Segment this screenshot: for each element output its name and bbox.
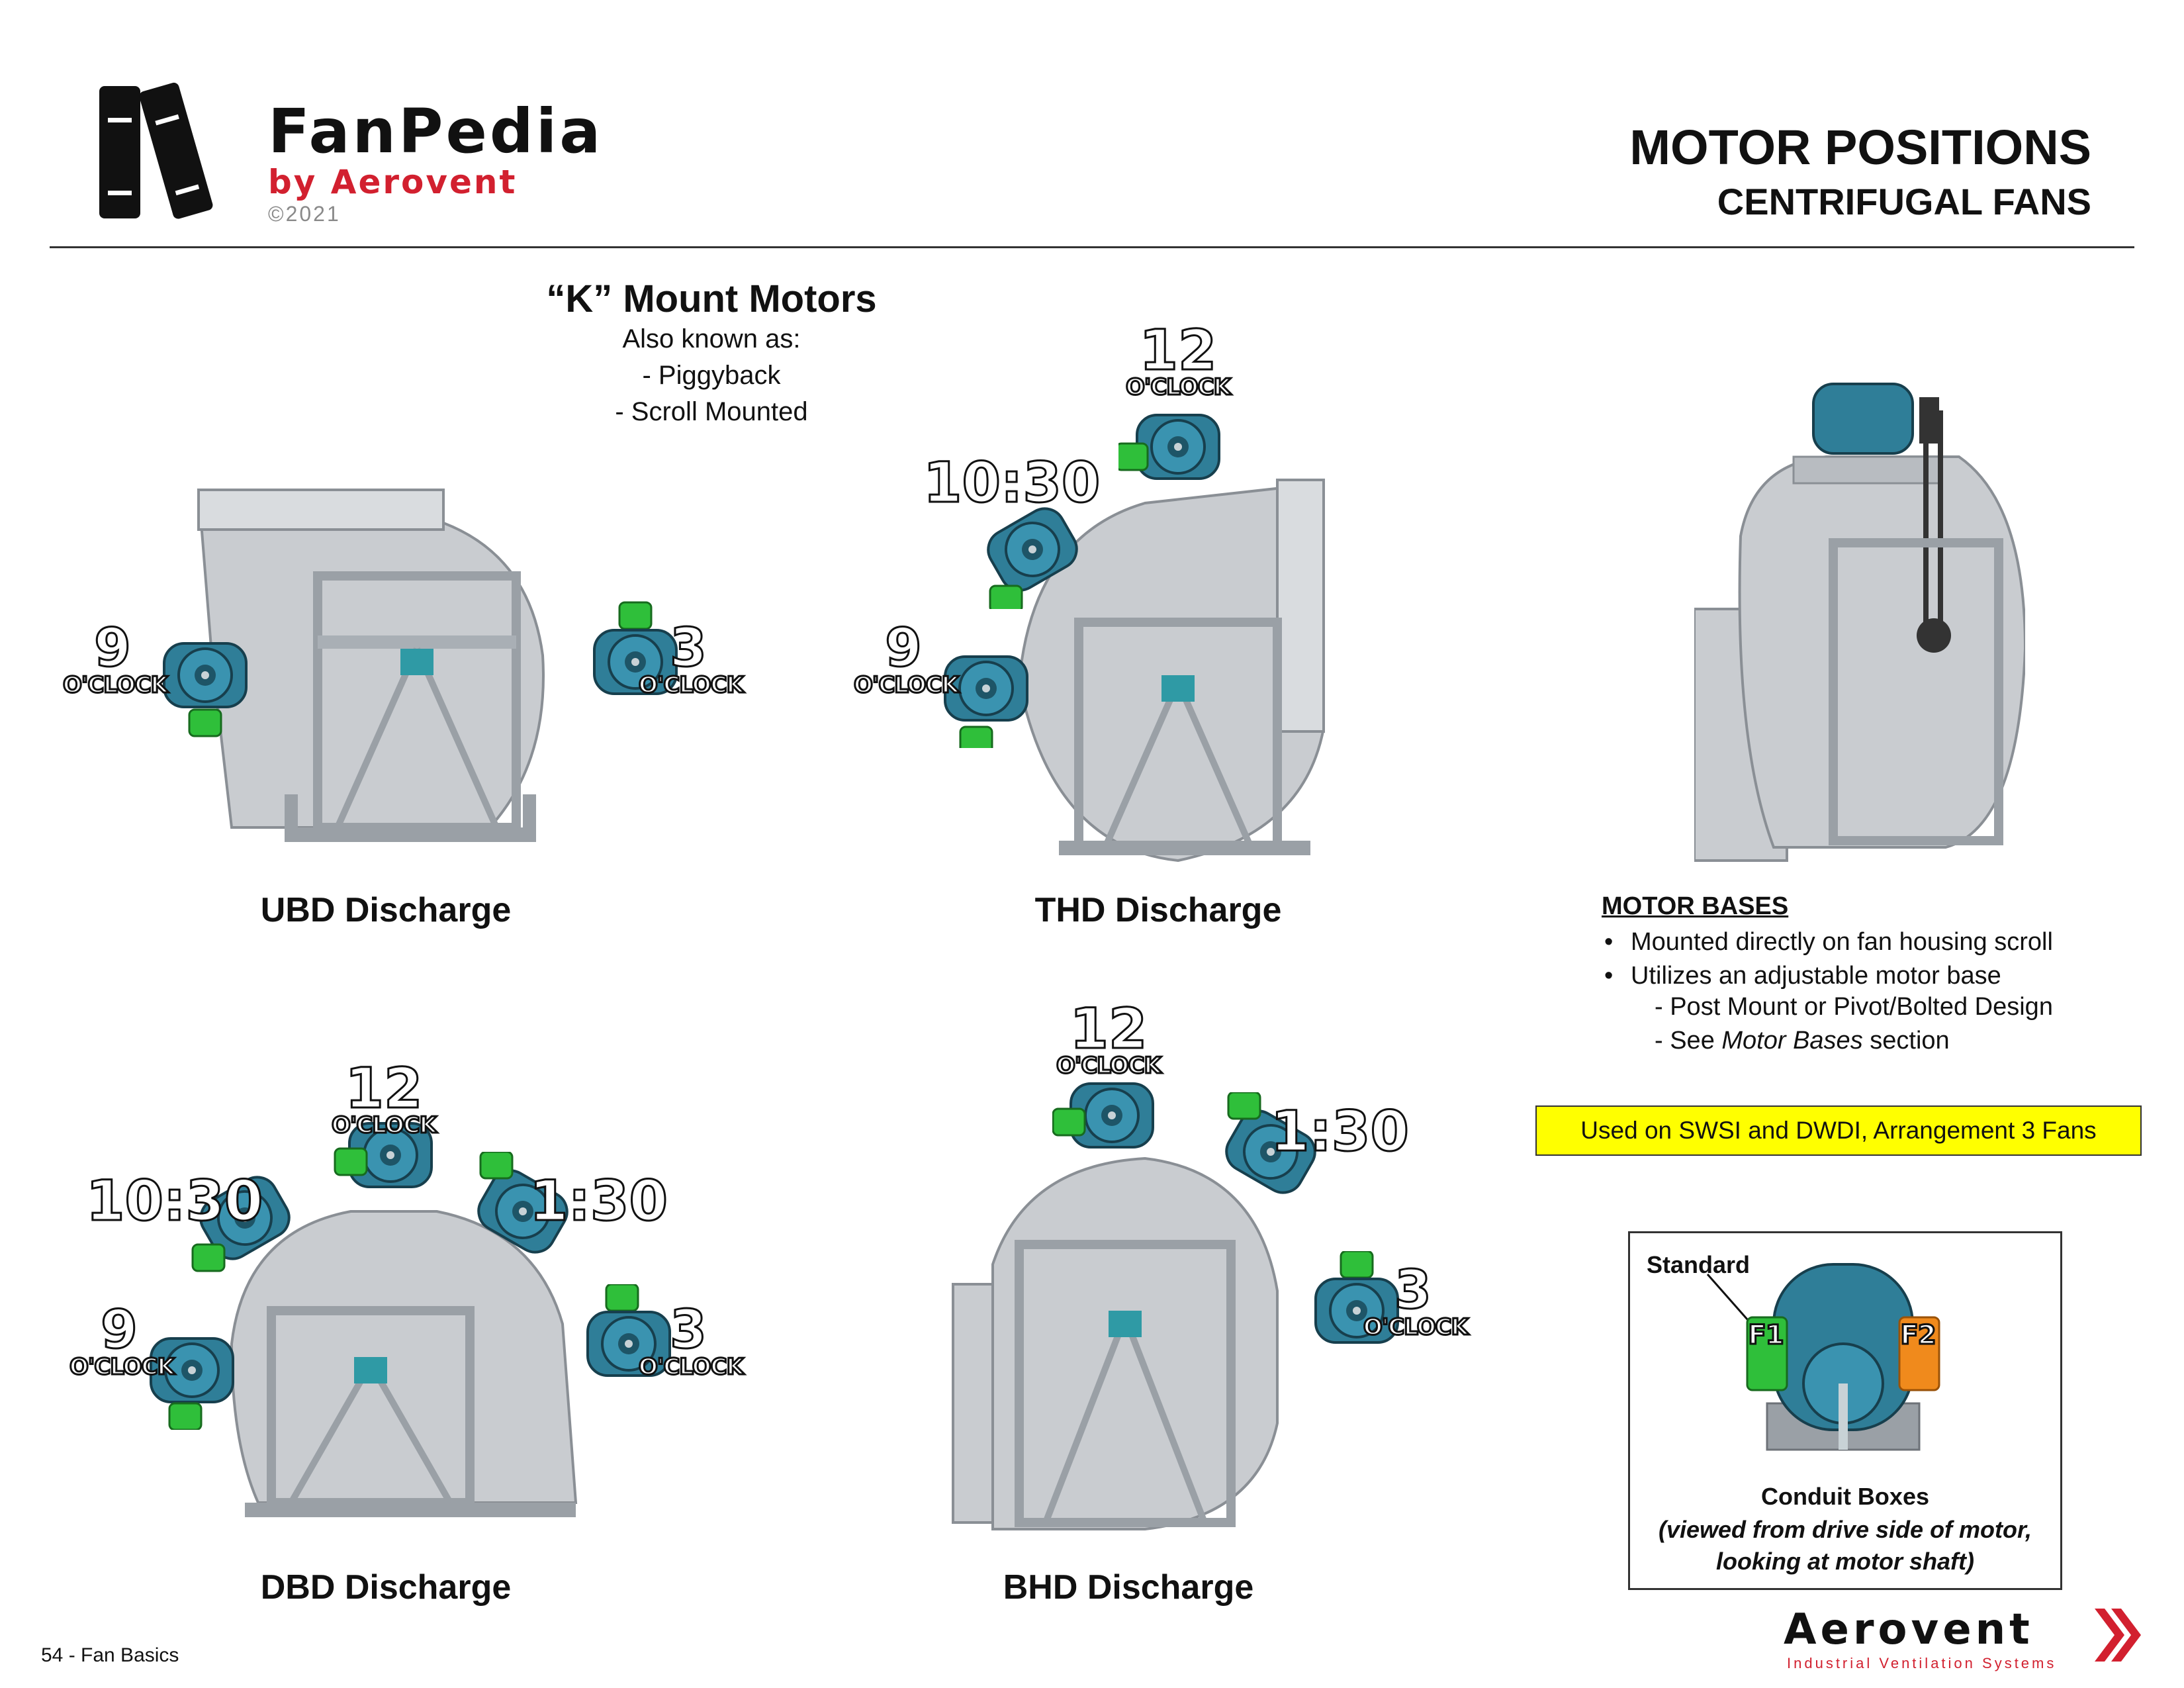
list-item: •Utilizes an adjustable motor base [1604, 962, 2001, 990]
chevron-right-icon [2095, 1609, 2141, 1662]
k-mount-title: “K” Mount Motors [546, 277, 877, 320]
arrangement-note: Used on SWSI and DWDI, Arrangement 3 Fan… [1535, 1105, 2142, 1156]
thd-motor-12 [1118, 414, 1220, 480]
dbd-label-130: 1:30 [529, 1168, 669, 1233]
thd-fan-illustration [1017, 479, 1325, 863]
brand-name: FanPedia [268, 96, 604, 167]
motor-base-fan-illustration [1694, 383, 2025, 862]
ubd-fan-illustration [197, 489, 545, 842]
ubd-motor-9 [163, 642, 248, 737]
brand-copyright: ©2021 [268, 202, 341, 226]
dbd-label-1030: 10:30 [85, 1168, 264, 1233]
conduit-motor-illustration [1706, 1263, 1940, 1451]
motor-bases-sub-see-section: - See Motor Bases section [1655, 1027, 1950, 1055]
aerovent-tagline: Industrial Ventilation Systems [1787, 1655, 2057, 1671]
page-title: MOTOR POSITIONS [1629, 120, 2091, 175]
aerovent-logo-text: Aerovent [1784, 1605, 2034, 1654]
fanpedia-books-logo [99, 82, 213, 219]
f1-label: F1 [1747, 1320, 1785, 1351]
dbd-fan-illustration [230, 1210, 578, 1517]
list-item: •Mounted directly on fan housing scroll [1604, 928, 2053, 956]
dbd-caption: DBD Discharge [260, 1568, 512, 1607]
ubd-caption: UBD Discharge [260, 891, 512, 929]
page-subtitle: CENTRIFUGAL FANS [1717, 181, 2091, 222]
page-number: 54 - Fan Basics [41, 1644, 179, 1666]
k-mount-item-scroll: - Scroll Mounted [615, 397, 808, 426]
conduit-caption-line2: looking at motor shaft) [1716, 1548, 1974, 1575]
motor-bases-heading: MOTOR BASES [1602, 892, 1789, 920]
conduit-caption-line1: (viewed from drive side of motor, [1658, 1516, 2032, 1543]
k-mount-aka: Also known as: [622, 324, 801, 353]
k-mount-item-piggyback: - Piggyback [642, 361, 781, 390]
standard-label: Standard [1647, 1251, 1751, 1278]
thd-caption: THD Discharge [1034, 891, 1282, 929]
conduit-boxes-title: Conduit Boxes [1760, 1483, 1929, 1510]
f2-label: F2 [1899, 1320, 1937, 1351]
bhd-fan-illustration [952, 1156, 1279, 1530]
motor-bases-sub-post-mount: - Post Mount or Pivot/Bolted Design [1655, 993, 2053, 1021]
brand-by-line: by Aerovent [268, 163, 518, 201]
bhd-label-130: 1:30 [1270, 1099, 1410, 1164]
bhd-caption: BHD Discharge [1003, 1568, 1254, 1607]
motor-bases-list: •Mounted directly on fan housing scroll … [1602, 925, 2053, 993]
header-divider [50, 246, 2134, 248]
thd-label-1030: 10:30 [923, 450, 1101, 515]
